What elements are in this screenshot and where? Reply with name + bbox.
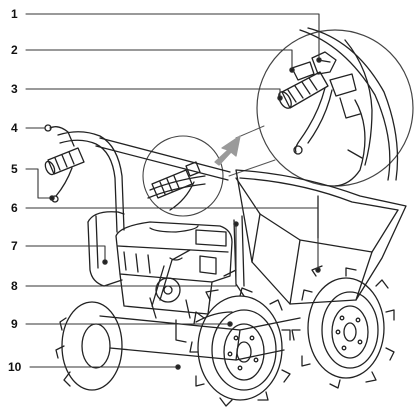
callout-2: 2 [11, 43, 18, 57]
callout-10: 10 [8, 360, 22, 374]
zoom-detail [256, 27, 414, 187]
callout-7: 7 [11, 239, 18, 253]
chassis [99, 315, 301, 361]
skip-hopper [235, 169, 407, 305]
handlebars [44, 124, 231, 233]
callout-3: 3 [11, 82, 18, 96]
callout-5: 5 [11, 162, 18, 176]
engine [103, 221, 237, 319]
leader-lines [25, 13, 322, 370]
callout-1: 1 [11, 7, 18, 21]
forward-arrow-icon [214, 135, 241, 166]
wheel-rear-right [291, 265, 395, 389]
callout-4: 4 [11, 121, 18, 135]
wheel-front-left [189, 287, 291, 407]
wheel-rear-left [55, 301, 123, 391]
callout-6: 6 [11, 201, 18, 215]
callout-9: 9 [11, 317, 18, 331]
callout-8: 8 [11, 279, 18, 293]
frame [87, 211, 245, 307]
detail-circle [142, 135, 224, 217]
